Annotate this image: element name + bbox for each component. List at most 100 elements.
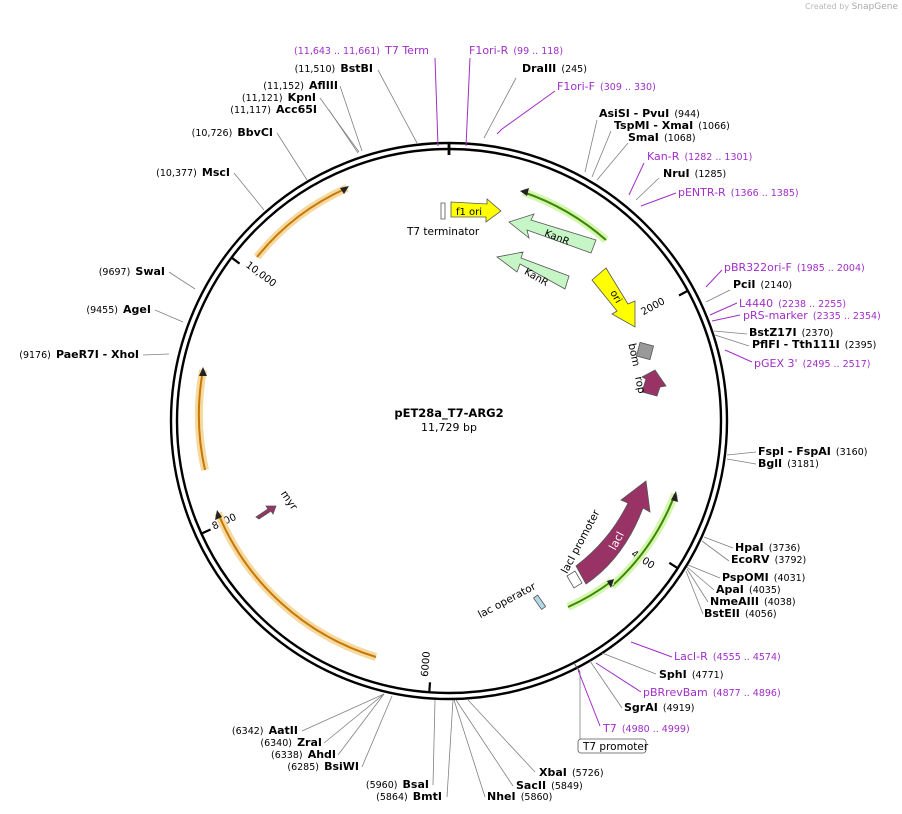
primer-label: LacI-R (4555 .. 4574) — [674, 645, 781, 664]
site-name: SwaI — [135, 265, 165, 278]
snapgene-credit: Created by SnapGene — [805, 2, 898, 12]
site-name: PspOMI — [722, 571, 769, 584]
primer-pointer — [577, 669, 601, 727]
primer-position: (1366 .. 1385) — [731, 188, 799, 199]
restriction-site-label: SgrAI (4919) — [624, 696, 695, 715]
restriction-site-label: SmaI (1068) — [628, 126, 696, 145]
leader-line — [377, 69, 418, 144]
restriction-site-label: DraIII (245) — [522, 57, 587, 76]
site-position: (1285) — [695, 169, 727, 180]
site-name: ApaI — [716, 583, 744, 596]
orf-arrowhead — [215, 510, 222, 520]
primer-pointer — [705, 269, 723, 288]
primer-name: Kan-R — [647, 150, 680, 163]
site-name: BstEII — [704, 607, 740, 620]
tick-mark — [230, 256, 241, 265]
site-position: (944) — [674, 109, 700, 120]
primer-name: F1ori-F — [557, 80, 595, 93]
tick-label: 10,000 — [243, 260, 278, 290]
site-position: (245) — [561, 64, 587, 75]
primer-position: (1985 .. 2004) — [797, 263, 865, 274]
site-name: SacII — [516, 779, 546, 792]
leader-line — [714, 334, 750, 347]
orf-arrowhead — [340, 186, 349, 194]
primer-name: pBRrevBam — [643, 686, 708, 699]
primer-label: T7 (4980 .. 4999) — [602, 717, 690, 736]
orf-arc — [197, 369, 206, 471]
leader-line — [446, 699, 454, 798]
leader-line — [453, 699, 486, 798]
restriction-site-label: (6340) ZraI — [260, 731, 322, 750]
site-name: AgeI — [123, 303, 151, 316]
primer-pointers — [434, 57, 753, 727]
leader-line — [635, 177, 660, 201]
orf-arc — [253, 184, 349, 260]
leader-line — [701, 540, 730, 562]
restriction-site-label: ApaI (4035) — [716, 578, 781, 597]
features: f1 ori T7 terminator KanR KanR ori bom r… — [255, 198, 667, 754]
orf-arrowhead — [671, 491, 678, 502]
site-name: BsiWI — [324, 760, 359, 773]
restriction-site-label: PspOMI (4031) — [722, 566, 805, 585]
restriction-site-label: (5864) BmtI — [376, 785, 442, 804]
t7-terminator-label: T7 terminator — [406, 226, 480, 238]
site-name: BglI — [758, 457, 782, 470]
leader-line — [142, 353, 170, 356]
leader-line — [713, 330, 748, 335]
leader-line — [589, 660, 623, 709]
laci-promoter-feature — [566, 570, 583, 589]
t7-promoter-box — [577, 738, 647, 754]
leader-line — [591, 130, 612, 178]
site-name: ZraI — [297, 736, 322, 749]
site-name: BsaI — [403, 778, 429, 791]
site-position: (6340) — [260, 738, 292, 749]
primer-name: pRS-marker — [743, 309, 808, 322]
t7-promoter-tick — [573, 662, 581, 673]
primer-name: pENTR-R — [678, 186, 726, 199]
leader-line — [432, 699, 436, 786]
bom-label: bom — [626, 342, 643, 367]
leader-line — [705, 289, 731, 303]
site-name: EcoRV — [731, 553, 770, 566]
primer-label: F1ori-R (99 .. 118) — [469, 39, 563, 58]
primer-position: (99 .. 118) — [513, 46, 563, 57]
restriction-site-label: TspMI - XmaI (1066) — [614, 114, 730, 133]
site-position: (1068) — [664, 133, 696, 144]
tick-mark — [678, 289, 689, 297]
primer-position: (4555 .. 4574) — [713, 652, 781, 663]
myr-feature — [255, 505, 277, 520]
restriction-site-label: NruI (1285) — [663, 162, 726, 181]
restriction-site-label: EcoRV (3792) — [731, 548, 806, 567]
restriction-site-labels: DraIII (245)AsiSI - PvuI (944)TspMI - Xm… — [19, 57, 876, 804]
site-position: (2370) — [802, 328, 834, 339]
restriction-site-label: (11,117) Acc65I — [230, 98, 317, 117]
leader-line — [686, 568, 709, 603]
site-position: (11,152) — [263, 81, 304, 92]
orf-arrowhead — [607, 579, 614, 588]
site-name: NruI — [663, 167, 690, 180]
site-name: SphI — [659, 668, 687, 681]
primer-pointer — [465, 57, 471, 147]
restriction-site-label: (6338) AhdI — [271, 743, 336, 762]
site-position: (4035) — [749, 585, 781, 596]
leader-line — [361, 695, 393, 768]
leader-line — [323, 693, 385, 744]
site-name: AatII — [269, 724, 298, 737]
restriction-site-label: NheI (5860) — [487, 785, 552, 804]
primer-position: (4877 .. 4896) — [713, 688, 781, 699]
orf-arc — [217, 512, 377, 658]
primer-pointer — [496, 90, 556, 135]
restriction-site-label: PflFI - Tth111I (2395) — [752, 333, 876, 352]
kanr-feature-2 — [496, 251, 570, 290]
primer-label: F1ori-F (309 .. 330) — [557, 75, 656, 94]
site-position: (5860) — [521, 792, 553, 803]
primer-name: F1ori-R — [469, 44, 509, 57]
site-position: (9697) — [99, 267, 131, 278]
laci-feature — [575, 480, 651, 585]
f1-ori-feature — [450, 198, 502, 223]
restriction-site-label: (11,121) KpnI — [242, 86, 316, 105]
orf-arc — [256, 187, 348, 258]
site-position: (11,510) — [295, 64, 336, 75]
site-position: (3181) — [787, 459, 819, 470]
leader-line — [703, 536, 734, 549]
